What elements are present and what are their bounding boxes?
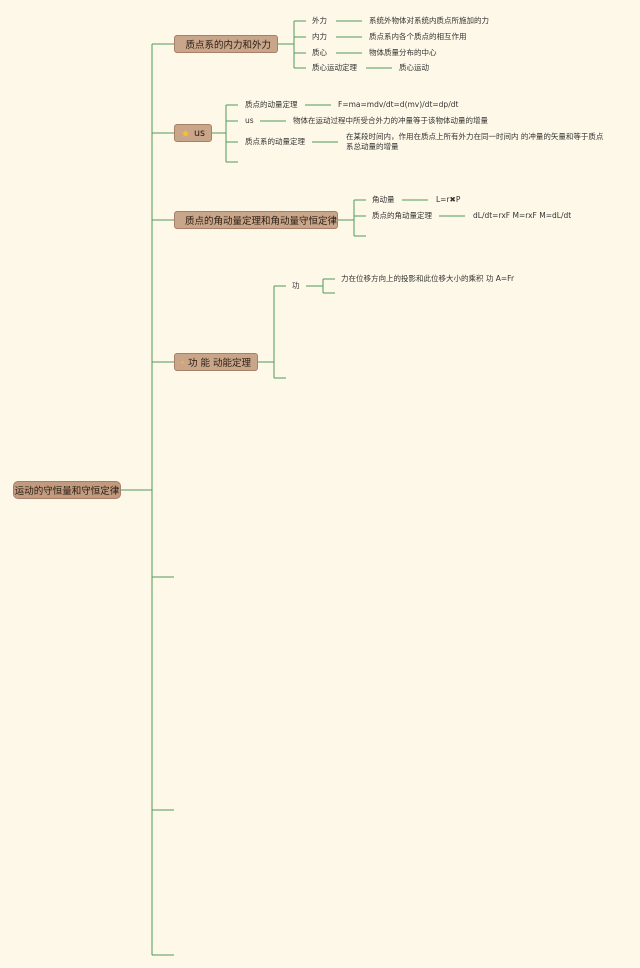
item-label[interactable]: 质点系的动量定理 (245, 137, 305, 146)
item-desc[interactable]: 力在位移方向上的投影和此位移大小的乘积 功 A=Fr (341, 274, 515, 283)
item-desc[interactable]: 物体在运动过程中所受合外力的冲量等于该物体动量的增量 (293, 116, 488, 125)
heart-icon (181, 360, 184, 364)
item-label[interactable]: 质心 (312, 48, 327, 57)
item-label[interactable]: 功 (292, 281, 300, 290)
item-label[interactable]: us (245, 116, 254, 125)
item-label[interactable]: 角动量 (372, 195, 395, 204)
item-desc[interactable]: F=ma=mdv/dt=d(mv)/dt=dp/dt (338, 100, 459, 109)
item-label[interactable]: 内力 (312, 32, 327, 41)
branch-label: 功 能 动能定理 (187, 358, 251, 369)
item-label[interactable]: 质心运动定理 (312, 63, 357, 72)
root-label: 运动的守恒量和守恒定律 (14, 486, 120, 497)
item-label[interactable]: 质点的动量定理 (245, 100, 298, 109)
item-desc[interactable]: 系统外物体对系统内质点所施加的力 (369, 16, 489, 25)
branch-internal-external-force[interactable]: 质点系的内力和外力 (174, 35, 278, 53)
item-desc[interactable]: 在某段时间内，作用在质点上所有外力在同一时间内 的冲量的矢量和等于质点系总动量的… (346, 132, 604, 151)
item-label[interactable]: 质点的角动量定理 (372, 211, 432, 220)
item-desc[interactable]: dL/dt=rxF M=rxF M=dL/dt (473, 211, 572, 220)
item-desc[interactable]: 质心运动 (399, 63, 429, 72)
branch-label: us (194, 127, 205, 139)
branch-label: 质点系的内力和外力 (185, 40, 271, 51)
branch-momentum[interactable]: us (174, 124, 212, 142)
branch-work-energy[interactable]: 功 能 动能定理 (174, 353, 258, 371)
item-label[interactable]: 外力 (312, 16, 327, 25)
item-desc[interactable]: 质点系内各个质点的相互作用 (369, 32, 467, 41)
item-desc[interactable]: 物体质量分布的中心 (369, 48, 437, 57)
star-icon (181, 129, 190, 137)
root-node[interactable]: 运动的守恒量和守恒定律 (13, 481, 121, 499)
branch-angular-momentum[interactable]: 质点的角动量定理和角动量守恒定律 (174, 211, 338, 229)
branch-label: 质点的角动量定理和角动量守恒定律 (185, 216, 338, 227)
item-desc[interactable]: L=r✖P (436, 195, 461, 204)
